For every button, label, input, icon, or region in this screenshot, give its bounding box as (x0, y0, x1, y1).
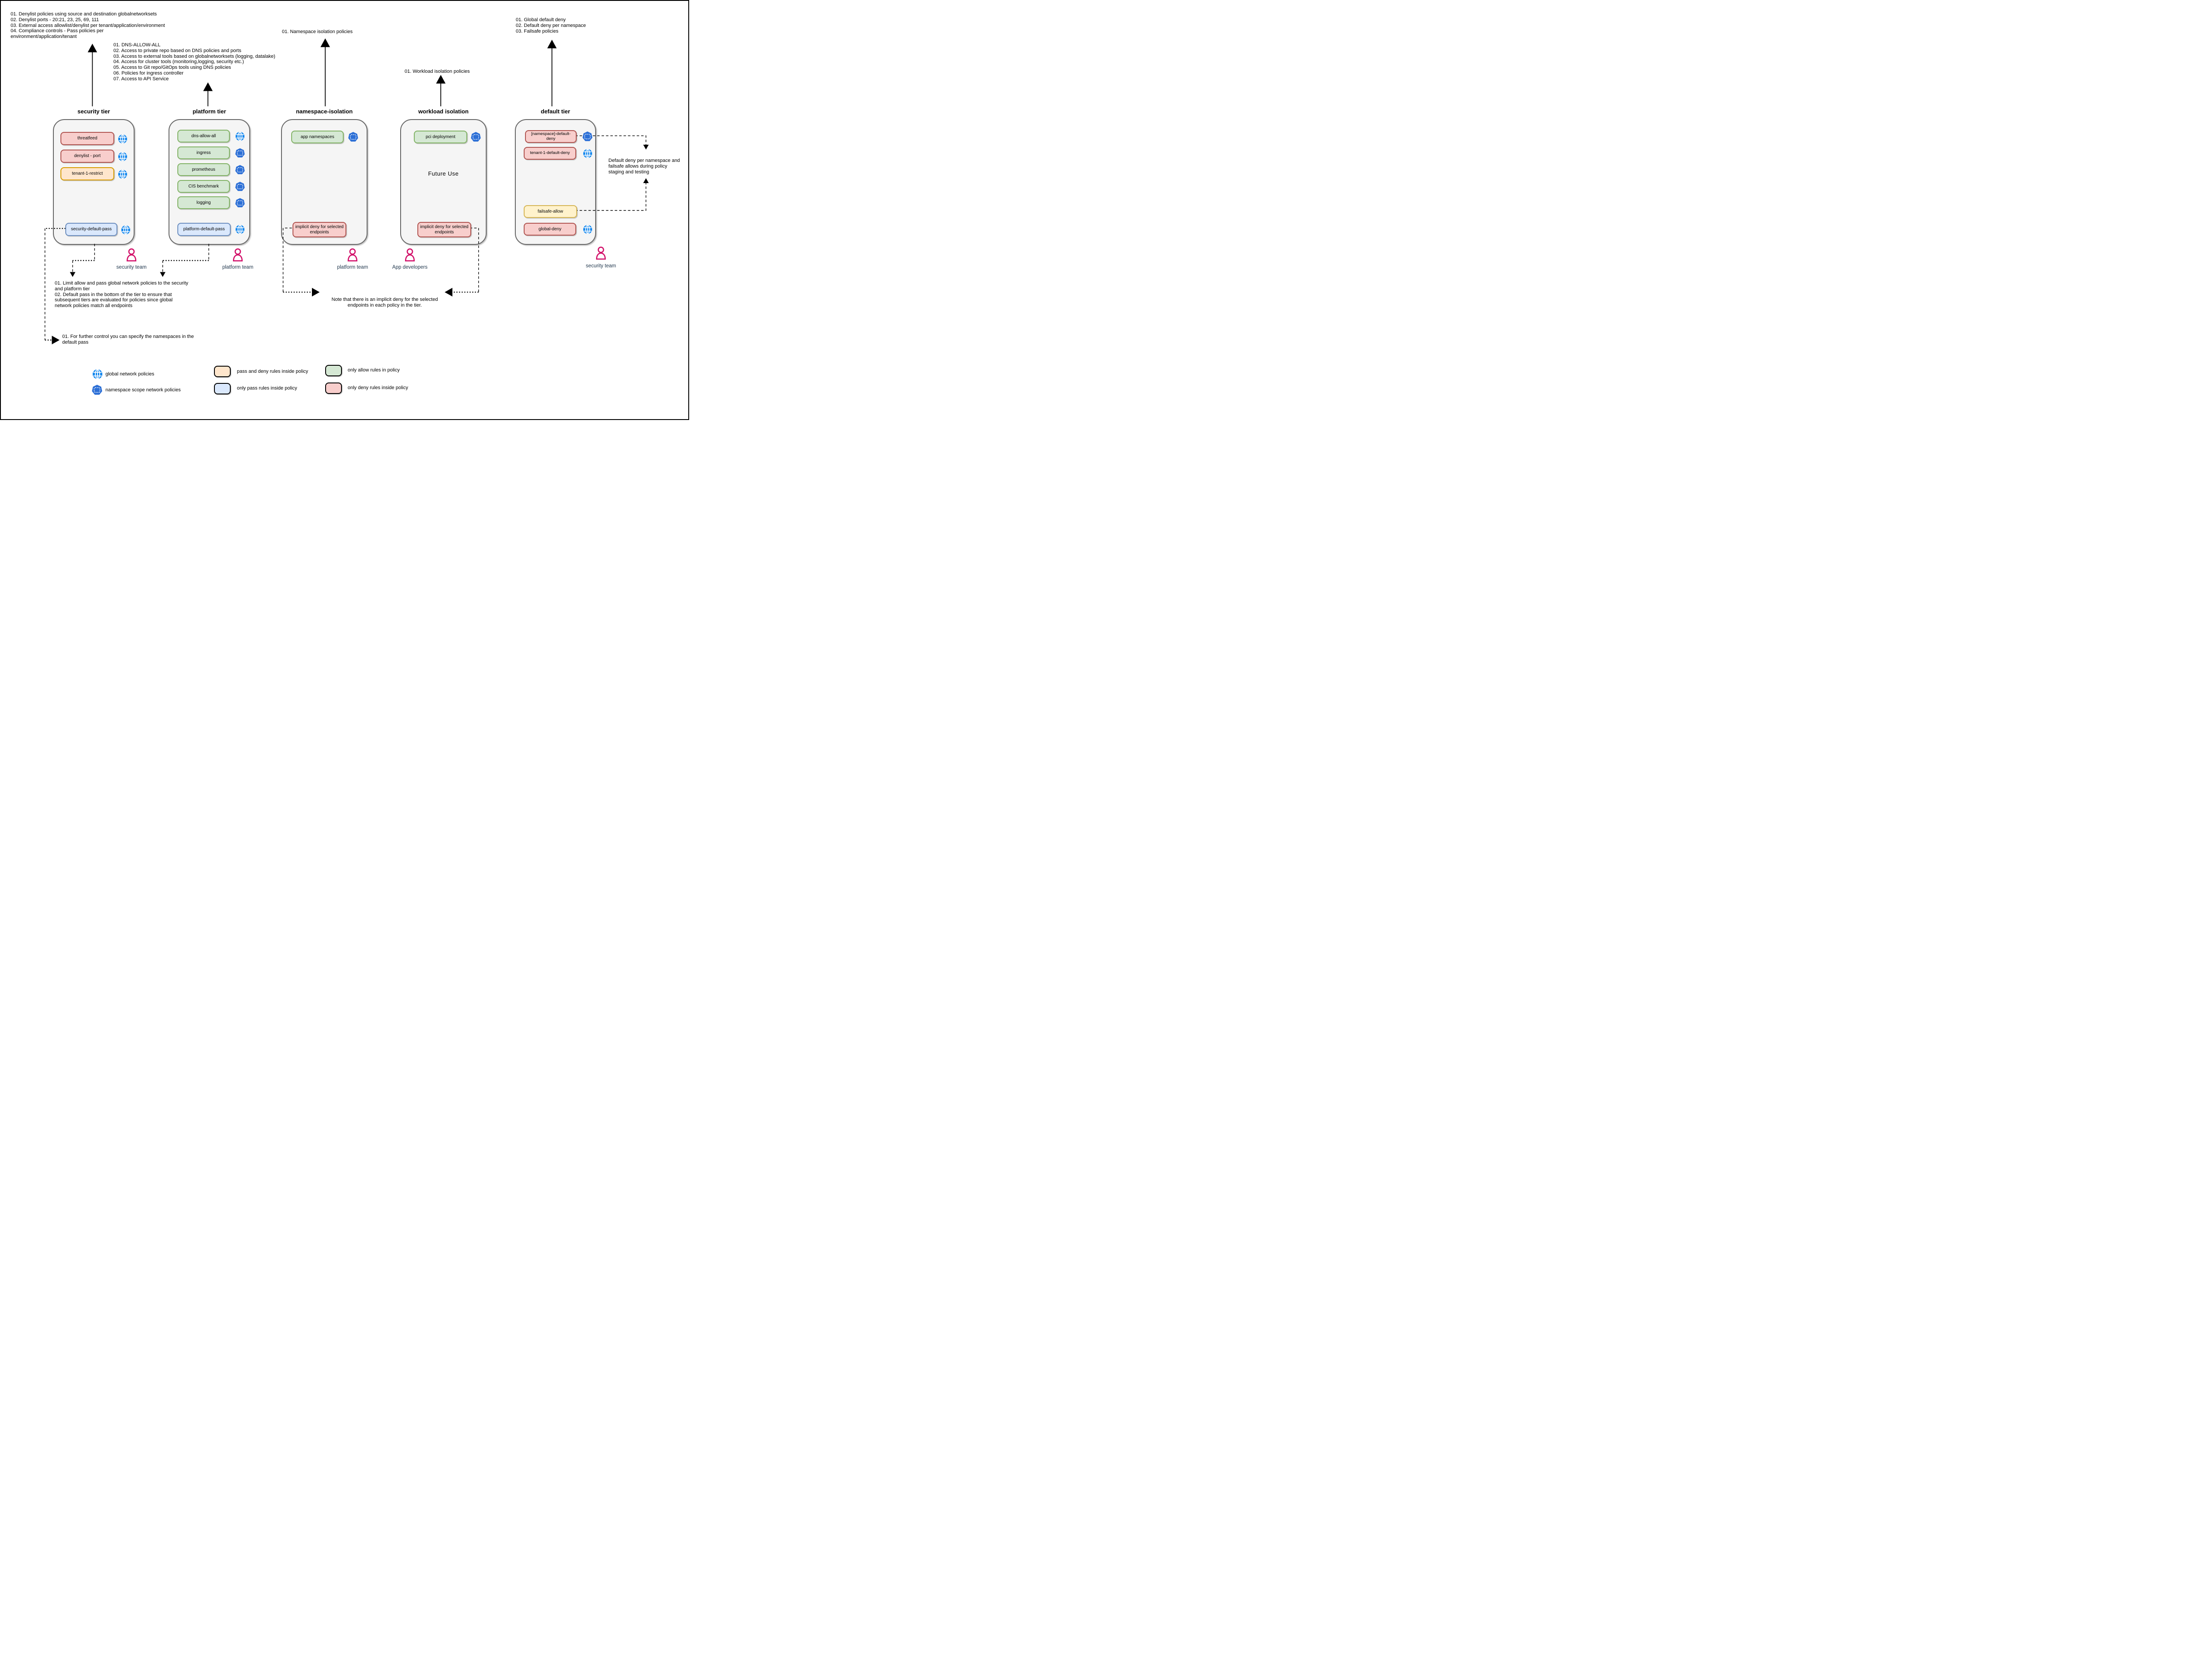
default-deny-staging-note: Default deny per namespace and failsafe … (608, 158, 680, 175)
person-icon (346, 248, 359, 262)
default-tier-note: 01. Global default deny 02. Default deny… (516, 17, 586, 34)
global-policy-icon (235, 131, 245, 141)
namespace-tier-note: 01. Namespace isolation policies (282, 29, 353, 34)
policy-ingress: ingress (177, 146, 230, 159)
policy-global-deny: global-deny (524, 223, 576, 236)
team-label-workload: App developers (392, 265, 428, 270)
namespace-policy-icon (235, 181, 245, 192)
connector-security-tier (70, 244, 95, 277)
tier-title-security: security tier (77, 108, 110, 115)
legend-global-label: global network policies (105, 371, 154, 377)
team-label-platform: platform team (222, 265, 254, 270)
global-policy-icon (121, 225, 131, 235)
namespace-policy-icon (235, 148, 245, 158)
global-policy-icon (583, 149, 593, 158)
policy-denylist-port: denylist - port (60, 150, 114, 163)
tier-title-namespace-isolation: namespace-isolation (296, 108, 353, 115)
tier-title-default: default tier (540, 108, 570, 115)
namespace-policy-icon (348, 131, 359, 142)
security-tier-note: 01. Denylist policies using source and d… (11, 11, 165, 39)
legend-swatch-pass (214, 383, 231, 394)
global-policy-icon (92, 369, 103, 379)
policy-namespace-default-deny: [namespace]-default-deny (525, 130, 577, 143)
legend-pass-deny-label: pass and deny rules inside policy (237, 369, 308, 374)
legend-namespace-label: namespace scope network policies (105, 387, 181, 393)
policy-failsafe-allow: failsafe-allow (524, 205, 577, 218)
platform-tier-note: 01. DNS-ALLOW-ALL 02. Access to private … (113, 42, 275, 82)
policy-prometheus: prometheus (177, 163, 230, 176)
team-label-namespace: platform team (337, 265, 368, 270)
connector-platform-tier (160, 244, 209, 277)
person-icon (595, 246, 607, 260)
namespace-policy-icon (235, 165, 245, 175)
legend-allow-label: only allow rules in policy (348, 368, 400, 373)
future-use-label: Future Use (428, 170, 459, 177)
global-policy-icon (118, 152, 128, 161)
policy-dns-allow-all: dns-allow-all (177, 130, 230, 142)
policy-tenant-1-restrict: tenant-1-restrict (60, 167, 114, 180)
tier-title-workload-isolation: workload isolation (418, 108, 469, 115)
tier-title-platform: platform tier (192, 108, 226, 115)
person-icon (404, 248, 416, 262)
legend-swatch-allow (325, 365, 342, 376)
legend-swatch-deny (325, 382, 342, 394)
further-control-note: 01. For further control you can specify … (62, 334, 194, 345)
policy-tenant-1-default-deny: tenant-1-default-deny (524, 147, 576, 160)
limit-allow-note: 01. Limit allow and pass global network … (55, 281, 188, 308)
workload-tier-note: 01. Workload isolation policies (405, 69, 470, 74)
namespace-policy-icon (91, 384, 103, 396)
legend-pass-label: only pass rules inside policy (237, 386, 297, 391)
policy-platform-default-pass: platform-default-pass (177, 223, 231, 236)
namespace-policy-icon (235, 198, 245, 208)
policy-implicit-deny-namespace: implicit deny for selected endpoints (293, 222, 346, 237)
global-policy-icon (235, 225, 245, 234)
namespace-policy-icon (470, 131, 481, 142)
namespace-policy-icon (582, 131, 593, 142)
diagram-canvas: 01. Denylist policies using source and d… (0, 0, 689, 420)
team-label-default: security team (585, 263, 616, 269)
policy-logging: logging (177, 196, 230, 209)
global-policy-icon (118, 134, 128, 144)
policy-threatfeed: threatfeed (60, 132, 114, 145)
person-icon (232, 248, 244, 262)
policy-pci-deployment: pci deployment (414, 131, 467, 143)
global-policy-icon (583, 225, 593, 234)
team-label-security: security team (116, 265, 147, 270)
policy-implicit-deny-workload: implicit deny for selected endpoints (417, 222, 471, 237)
policy-app-namespaces: app namespaces (291, 131, 344, 143)
legend-swatch-pass-deny (214, 366, 231, 377)
policy-cis-benchmark: CIS benchmark (177, 180, 230, 193)
implicit-deny-note: Note that there is an implicit deny for … (331, 297, 438, 308)
person-icon (125, 248, 138, 262)
legend-deny-label: only deny rules inside policy (348, 385, 408, 390)
global-policy-icon (118, 169, 128, 179)
policy-security-default-pass: security-default-pass (65, 223, 117, 236)
